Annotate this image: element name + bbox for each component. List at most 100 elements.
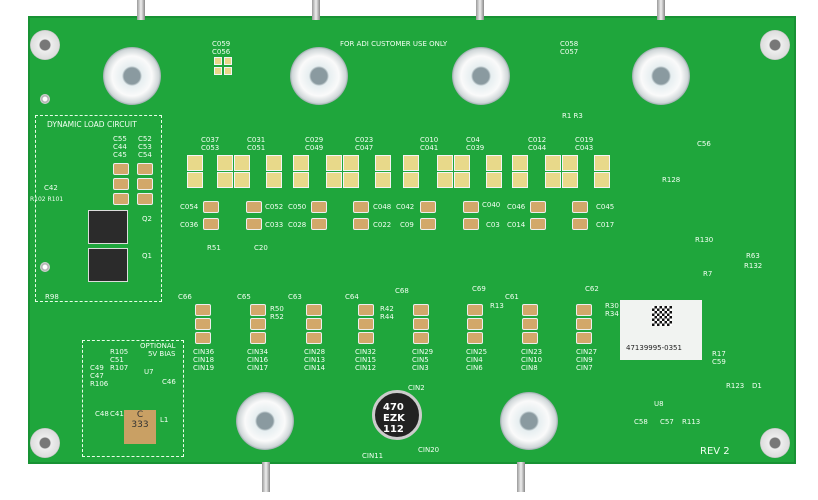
silk-label: C09 — [400, 221, 414, 229]
silk-label: CIN29 CIN5 CIN3 — [412, 348, 434, 372]
silk-label: CIN32 CIN15 CIN12 — [355, 348, 377, 372]
cap-marking: 470 — [383, 402, 404, 413]
silk-label: C014 — [507, 221, 526, 229]
silk-label: C037 C053 — [201, 136, 220, 152]
silk-label: R128 — [662, 176, 681, 184]
silk-label: C52 C53 C54 — [138, 135, 152, 159]
silk-label: R105 C51 R107 — [110, 348, 129, 372]
silk-label: C56 — [697, 140, 711, 148]
silk-label: R42 R44 — [380, 305, 394, 321]
test-point — [40, 262, 50, 272]
silk-label: C64 — [345, 293, 359, 301]
silk-label: C012 C044 — [528, 136, 547, 152]
silk-label: R130 — [695, 236, 714, 244]
silk-label: C68 — [395, 287, 409, 295]
silk-label: CIN23 CIN10 CIN8 — [521, 348, 543, 372]
silk-label: R63 — [746, 252, 760, 260]
silk-label: L1 — [160, 416, 169, 424]
mounting-standoff — [30, 30, 60, 60]
silk-label: CIN2 — [408, 384, 425, 392]
optional-bias-section — [82, 340, 184, 457]
silk-label: R50 R52 — [270, 305, 284, 321]
silk-label: R102 R101 — [30, 196, 64, 203]
silk-label: C04 C039 — [466, 136, 485, 152]
silk-label: CIN27 CIN9 CIN7 — [576, 348, 598, 372]
mounting-standoff — [760, 428, 790, 458]
silk-label: C20 — [254, 244, 268, 252]
serial-label: 47139995-0351 — [620, 300, 702, 360]
silk-label: D1 — [752, 382, 762, 390]
mosfet-q1 — [88, 248, 128, 282]
silk-label: CIN34 CIN16 CIN17 — [247, 348, 269, 372]
silk-label: R13 — [490, 302, 504, 310]
silk-label: CIN28 CIN13 CIN14 — [304, 348, 326, 372]
silk-label: C029 C049 — [305, 136, 324, 152]
silk-label: C052 — [265, 203, 284, 211]
mounting-standoff — [760, 30, 790, 60]
optional-bias-title: OPTIONAL 5V BIAS — [140, 342, 176, 358]
revision-label: REV 2 — [700, 446, 730, 457]
connector-pin — [517, 462, 525, 492]
silk-label: U7 — [144, 368, 154, 376]
silk-label: C058 C057 — [560, 40, 579, 56]
silk-label: R113 — [682, 418, 701, 426]
silk-label: C61 — [505, 293, 519, 301]
silk-label: R1 R3 — [562, 112, 583, 120]
silk-label: R132 — [744, 262, 763, 270]
connector-pin — [476, 0, 484, 20]
electrolytic-capacitor: 470 EZK 112 — [372, 390, 422, 440]
silk-label: C031 C051 — [247, 136, 266, 152]
connector-pin — [657, 0, 665, 20]
silk-label: R17 C59 — [712, 350, 726, 366]
mounting-bolt — [500, 392, 558, 450]
silk-label: C03 — [486, 221, 500, 229]
mounting-bolt — [236, 392, 294, 450]
silk-label: C019 C043 — [575, 136, 594, 152]
silk-label: C046 — [507, 203, 526, 211]
silk-label: Q1 — [142, 252, 152, 260]
silk-label: C059 C056 — [212, 40, 231, 56]
serial-number: 47139995-0351 — [626, 344, 682, 352]
silk-label: C017 — [596, 221, 615, 229]
connector-pin — [262, 462, 270, 492]
silk-label: C033 — [265, 221, 284, 229]
silk-label: C042 — [396, 203, 415, 211]
silk-label: C58 — [634, 418, 648, 426]
silk-label: CIN11 — [362, 452, 384, 460]
silk-label: C62 — [585, 285, 599, 293]
silk-label: CIN25 CIN4 CIN6 — [466, 348, 488, 372]
dynamic-load-section — [35, 115, 162, 302]
silk-label: C42 — [44, 184, 58, 192]
mounting-bolt — [632, 47, 690, 105]
silk-label: C045 — [596, 203, 615, 211]
silk-label: C048 — [373, 203, 392, 211]
mounting-bolt — [290, 47, 348, 105]
silk-label: R7 — [703, 270, 713, 278]
silk-label: C023 C047 — [355, 136, 374, 152]
inductor-l1: C 333 — [124, 410, 156, 444]
silk-label: C55 C44 C45 — [113, 135, 127, 159]
silk-label: C49 C47 R106 — [90, 364, 109, 388]
board-title: FOR ADI CUSTOMER USE ONLY — [340, 40, 448, 48]
mounting-bolt — [103, 47, 161, 105]
mounting-bolt — [452, 47, 510, 105]
silk-label: R51 — [207, 244, 221, 252]
silk-label: C036 — [180, 221, 199, 229]
silk-label: R123 — [726, 382, 745, 390]
silk-label: C040 — [482, 201, 501, 209]
silk-label: U8 — [654, 400, 664, 408]
silk-label: R98 — [45, 293, 59, 301]
silk-label: C66 — [178, 293, 192, 301]
silk-label: C65 — [237, 293, 251, 301]
silk-label: C010 C041 — [420, 136, 439, 152]
silk-label: CIN20 — [418, 446, 440, 454]
silk-label: CIN36 CIN18 CIN19 — [193, 348, 215, 372]
cap-marking: 112 — [383, 424, 404, 435]
silk-label: C41 — [110, 410, 124, 418]
test-point — [40, 94, 50, 104]
silk-label: Q2 — [142, 215, 152, 223]
silk-label: C028 — [288, 221, 307, 229]
connector-pin — [137, 0, 145, 20]
silk-label: C63 — [288, 293, 302, 301]
mounting-standoff — [30, 428, 60, 458]
